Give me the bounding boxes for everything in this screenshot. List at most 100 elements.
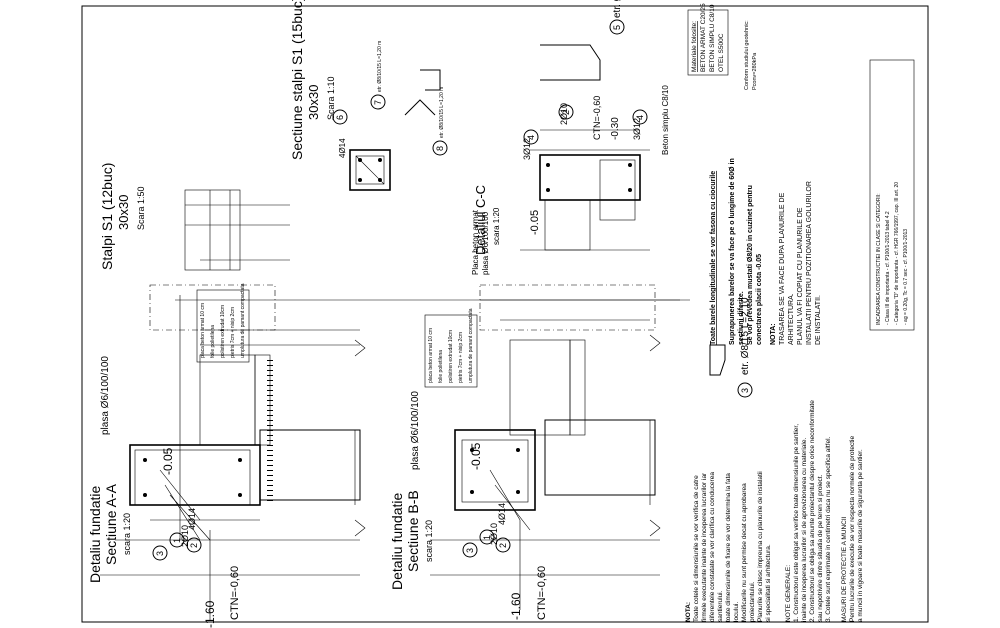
bb-level2: CTN=-0,60 [536, 566, 548, 620]
aa-bar1: 4Ø14 [187, 508, 197, 530]
nota-line-6: locului. [733, 602, 740, 622]
material-3: OTEL S500C [718, 33, 725, 72]
stirrup-7-circle [370, 94, 386, 110]
aa-layer-3: polistiren extrudat 10cm [220, 305, 226, 358]
cc-mesh2: plasa Ø6/100/100 [481, 211, 490, 275]
column-section-labels: Sectiune stalpi S1 (15buc) 30x30 Scara 1… [289, 0, 336, 160]
nota2-block: NOTA: TRASAREA SE VA FACE DUPA PLANURILE… [770, 181, 822, 345]
bara-title: Toate barele longitudinale se vor fasona… [710, 171, 717, 345]
bara-line-4: conectarea placii cota -0.05 [756, 254, 763, 345]
aa-layer-legend: placa beton armat 10 cm folie polietilen… [196, 283, 250, 363]
class-block: INCADRAREA CONSTRUCTIEI IN CLASE SI CATE… [876, 182, 909, 325]
masuri-block: MASURI DE PROTECTIE A MUNCII Pentru lucr… [841, 436, 864, 622]
masuri-line-1: Pentru lucrarile de executie se vor resp… [849, 436, 856, 622]
aa-bar2: 2Ø10 [180, 525, 190, 547]
cc-mesh: Placa beton armat [471, 209, 480, 275]
stirrup-8-label: etr. Ø8/10/15 L=1,20 m [439, 87, 445, 138]
aa-subtitle: Sectiune A-A [103, 483, 119, 565]
nota2-title: NOTA: [770, 323, 777, 345]
nota2-line-5: DE INSTALATII. [815, 295, 822, 345]
bb-layer-4: pietris 7cm + nisip 2cm [458, 332, 464, 383]
nota2-line-4: INSTALATII PENTRU POZITIONAREA GOLURILOR [806, 181, 813, 345]
nota-line-1: Toate cotele si dimensiunile se vor veri… [693, 475, 700, 622]
pconv-block: Conform studiului geotehnic: Pconv=280kP… [744, 20, 758, 90]
materials-box [687, 9, 729, 76]
column-section-drawing [349, 69, 441, 191]
section-aa-labels: Detaliu fundatie Sectiune A-A scara 1:20 [87, 483, 132, 583]
class-line-3: - ag = 0.20g, Tc = 0.7 sec - cf. P100/1-… [903, 229, 909, 325]
stirrup-8-number: 8 [435, 146, 445, 151]
bb-layer-1: placa beton armat 10 cm [428, 328, 434, 383]
aa-callout-1: 1 [172, 538, 182, 543]
nota-line-3: diferentele constatate se vor clarifica … [709, 472, 716, 622]
pconv-line-2: Pconv=280kPa [752, 52, 758, 90]
cc-callout-4b: 4 [635, 115, 645, 120]
bara-line-3: Se vor prevedea mustati Ø8/20 in cuzinet… [747, 185, 754, 345]
bb-layer-3: polistiren extrudat 10cm [448, 330, 454, 383]
aa-layer-1: placa beton armat 10 cm [200, 303, 206, 358]
stalp-size: 30x30 [116, 195, 131, 230]
bb-title: Detaliu fundatie [389, 492, 405, 590]
bb-subtitle: Sectiune B-B [405, 490, 421, 572]
class-box [869, 59, 915, 331]
bb-level1: -0.05 [469, 442, 483, 470]
generale-line-3: 2. Constructorul se obliga sa anunte pro… [809, 400, 816, 622]
aa-title: Detaliu fundatie [87, 485, 103, 583]
masuri-line-2: a muncii in vigoare si toate masurile de… [857, 449, 864, 622]
bara-line-2: sectiuni diferite. [738, 291, 745, 345]
sect-title: Sectiune stalpi S1 (15buc) [289, 0, 305, 160]
bb-bar1: 4Ø14 [497, 503, 507, 525]
generale-line-4: sau nepotrivire dintre situatia de pe te… [817, 474, 824, 622]
sheet-border [81, 5, 929, 623]
nota-line-9: Planurile se citesc impreuna cu planuril… [757, 471, 764, 622]
masuri-title: MASURI DE PROTECTIE A MUNCII [841, 516, 848, 622]
sect-callout-circle [332, 109, 348, 125]
bb-layer-legend: placa beton armat 10 cm folie polietilen… [424, 308, 478, 388]
cc-bar-top: 2Ø10 [559, 103, 569, 125]
cc-callout-4a: 4 [526, 135, 536, 140]
nota-line-7: Modificarile nu sunt permise decat cu ap… [741, 483, 748, 622]
material-2: BETON SIMPLU C8/10 [709, 4, 716, 72]
stirrup-3-number: 3 [740, 388, 750, 393]
aa-level2: CTN=-0,60 [229, 566, 241, 620]
aa-callouts: 3 1 2 [152, 532, 202, 561]
cc-beton: Beton simplu C8/10 [661, 85, 670, 155]
generale-line-2: inainte de inceperea lucrarilor si de ap… [801, 438, 808, 622]
generale-title: NOTE GENERALE: [785, 565, 792, 622]
pconv-line-1: Conform studiului geotehnic: [744, 20, 750, 90]
bb-callouts: 3 1 2 [462, 529, 511, 558]
bb-callout-3: 3 [465, 548, 475, 553]
class-line-1: - Clasa III de importanta - cf. P100/1-2… [885, 211, 891, 325]
stirrup-8-circle [432, 140, 448, 156]
nota2-line-3: PLANUL VA FI COPIAT CU PLANURILE DE [797, 207, 804, 345]
bb-mesh: plasa Ø6/100/100 [410, 391, 421, 470]
sect-bars: 4Ø14 [338, 138, 347, 158]
aa-layer-4: pietris 7cm + nisip 2cm [230, 307, 236, 358]
aa-callout-2: 2 [189, 543, 199, 548]
aa-layer-5: umplutura de pamant compactata [240, 283, 246, 358]
nota-title: NOTA: [685, 602, 692, 622]
nota-block: NOTA: Toate cotele si dimensiunile se vo… [685, 471, 772, 622]
bb-callout-2: 2 [498, 543, 508, 548]
nota-line-4: santierului. [717, 590, 724, 622]
cc-callout-2: 2 [561, 110, 571, 115]
bb-callout-1: 1 [482, 535, 492, 540]
nota-line-5: toate dimensiunile de fixare se vor dete… [725, 473, 732, 622]
stirrup-5-number: 5 [612, 25, 622, 30]
stirrup-5-circle [609, 19, 625, 35]
class-title: INCADRAREA CONSTRUCTIEI IN CLASE SI CATE… [876, 193, 882, 325]
aa-callout-3: 3 [155, 551, 165, 556]
materials-block: Materiale folosite: BETON ARMAT C20/25 B… [691, 3, 725, 72]
aa-mesh: plasa Ø6/100/100 [100, 356, 111, 435]
aa-level3: -1.60 [203, 600, 217, 628]
bb-layer-5: umplutura de pamant compactata [468, 308, 474, 383]
material-1: BETON ARMAT C20/25 [700, 3, 707, 72]
generale-block: NOTE GENERALE: 1. Constructorul este obl… [785, 400, 832, 622]
nota2-line-2: ARHITECTURA. [788, 293, 795, 345]
column-elevation-labels: Stalpi S1 (12buc) 30x30 Scara 1:50 [99, 163, 146, 270]
cc-title: Detaliul C-C [473, 185, 488, 255]
cc-level1: -0.05 [529, 210, 541, 235]
bb-scale: scara 1:20 [424, 520, 434, 562]
stirrup-3-drawing [709, 344, 753, 398]
bb-layer-2: folie polietilena [438, 350, 444, 383]
